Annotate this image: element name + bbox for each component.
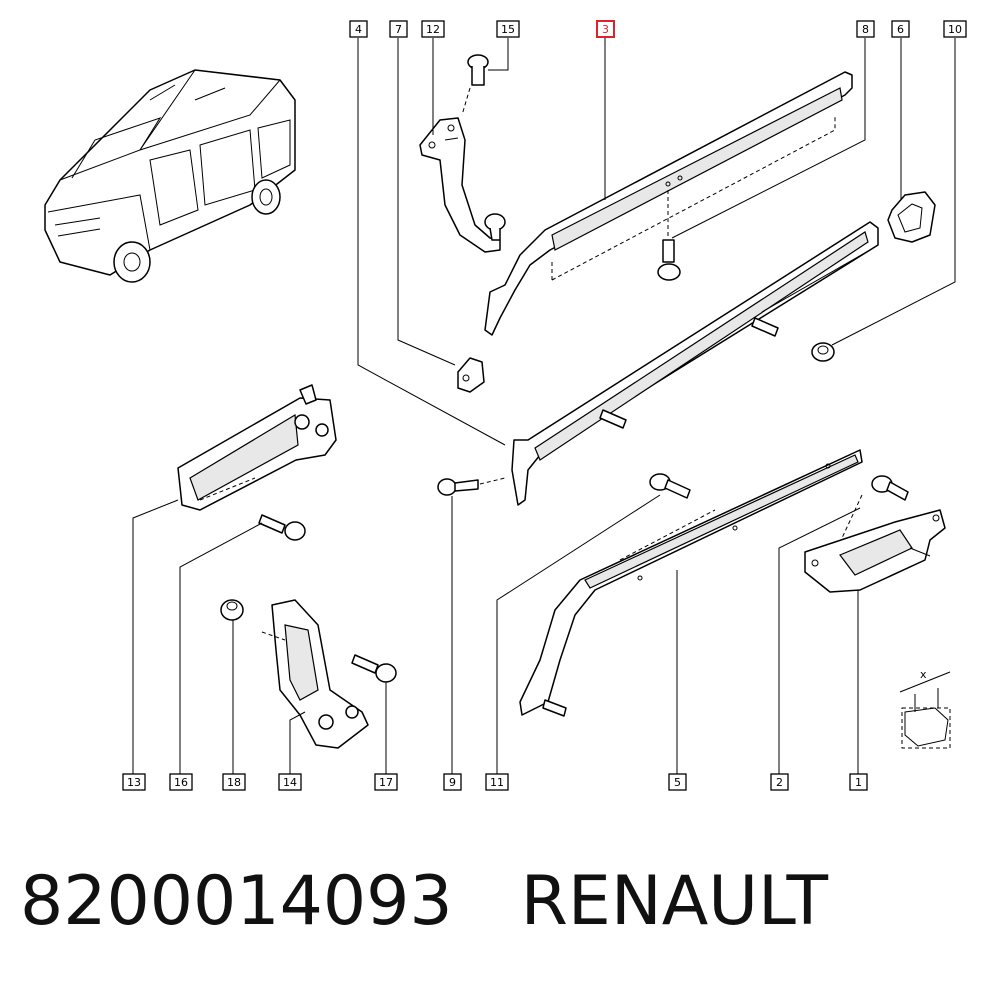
callout-17: 17 — [374, 773, 398, 791]
svg-text:3: 3 — [602, 23, 609, 36]
svg-text:7: 7 — [395, 23, 402, 36]
svg-text:9: 9 — [449, 776, 456, 789]
part-13-hinge-bracket — [177, 384, 337, 511]
part-9-bolt — [437, 477, 506, 496]
caption: 8200014093 RENAULT — [20, 862, 828, 942]
callout-16: 16 — [169, 773, 193, 791]
hex-nut-dimension: x — [899, 668, 951, 749]
svg-text:12: 12 — [426, 23, 440, 36]
svg-text:16: 16 — [174, 776, 188, 789]
part-10-nut — [811, 342, 835, 362]
callout-7: 7 — [389, 20, 408, 38]
callout-1: 1 — [849, 773, 868, 791]
svg-text:18: 18 — [227, 776, 241, 789]
svg-text:8: 8 — [862, 23, 869, 36]
part-8-bolt — [657, 190, 681, 281]
callout-15: 15 — [496, 20, 520, 38]
svg-text:2: 2 — [776, 776, 783, 789]
part-6-clip — [887, 191, 936, 243]
part-18-nut — [220, 599, 244, 621]
callout-4: 4 — [349, 20, 368, 38]
callout-2: 2 — [770, 773, 789, 791]
part-7-clip — [457, 357, 485, 393]
callout-14: 14 — [278, 773, 302, 791]
svg-text:14: 14 — [283, 776, 297, 789]
callout-10: 10 — [943, 20, 967, 38]
part-17-bolt — [351, 654, 397, 683]
part-5-lower-rail — [519, 449, 863, 717]
svg-text:17: 17 — [379, 776, 393, 789]
callout-13: 13 — [122, 773, 146, 791]
svg-text:6: 6 — [897, 23, 904, 36]
part-11-bolt — [649, 473, 691, 499]
callout-8: 8 — [856, 20, 875, 38]
svg-text:5: 5 — [674, 776, 681, 789]
svg-text:15: 15 — [501, 23, 515, 36]
svg-text:11: 11 — [490, 776, 504, 789]
dimension-label: x — [920, 668, 927, 681]
leader-lines — [132, 38, 956, 775]
callout-12: 12 — [421, 20, 445, 38]
part-4-middle-rail — [511, 221, 879, 506]
part-3-upper-rail — [484, 71, 853, 336]
svg-text:4: 4 — [355, 23, 362, 36]
part-15-bolt — [461, 54, 489, 116]
svg-text:13: 13 — [127, 776, 141, 789]
brand-name: RENAULT — [520, 862, 829, 941]
svg-text:1: 1 — [855, 776, 862, 789]
part-12-bracket — [419, 117, 506, 253]
callout-6: 6 — [891, 20, 910, 38]
part-14-lower-hinge — [261, 599, 369, 749]
part-4-studs — [599, 317, 779, 429]
callout-11: 11 — [485, 773, 509, 791]
callout-18: 18 — [222, 773, 246, 791]
callout-9: 9 — [443, 773, 462, 791]
part-2-bolt — [841, 475, 909, 539]
callout-5: 5 — [668, 773, 687, 791]
part-1-lock — [804, 509, 946, 593]
part-number: 8200014093 — [20, 862, 453, 941]
van-illustration — [44, 69, 296, 283]
svg-text:10: 10 — [948, 23, 962, 36]
part-16-bolt — [258, 514, 306, 541]
callout-3-highlighted: 3 — [596, 20, 615, 38]
